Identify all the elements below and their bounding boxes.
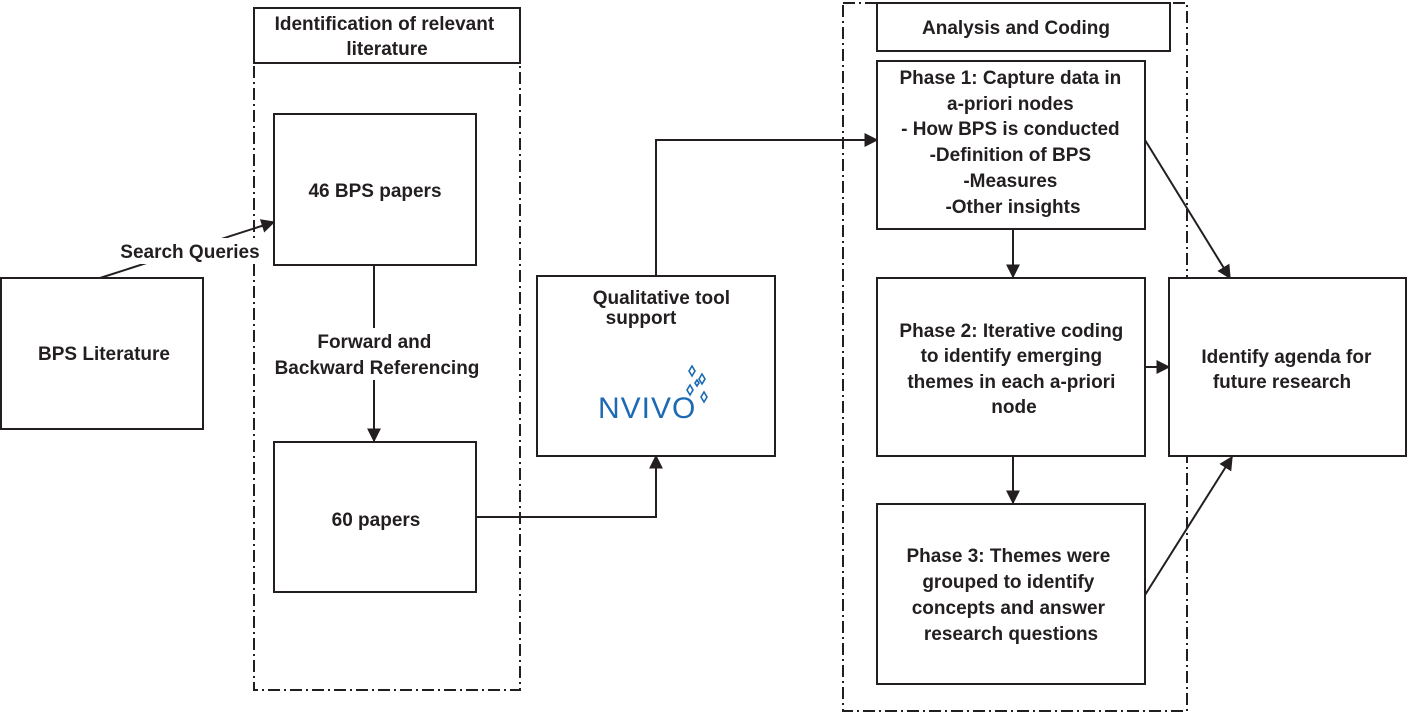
node-qualitative-tool-label: Qualitative tool support	[593, 288, 736, 329]
node-phase3-label: Phase 3: Themes were grouped to identify…	[906, 546, 1115, 645]
node-bps-literature-label: BPS Literature	[38, 344, 170, 365]
node-phase3: Phase 3: Themes were grouped to identify…	[876, 503, 1146, 685]
node-agenda-label: Identify agenda for future research	[1201, 347, 1376, 393]
nvivo-star-icon	[686, 364, 708, 404]
node-phase2-label: Phase 2: Iterative coding to identify em…	[899, 321, 1128, 418]
node-phase2: Phase 2: Iterative coding to identify em…	[876, 277, 1146, 457]
search-queries-label-bg	[108, 238, 272, 264]
node-phase1: Phase 1: Capture data in a-priori nodes …	[876, 60, 1146, 230]
nvivo-logo: NVIVO	[598, 364, 708, 425]
node-46-bps-papers-label: 46 BPS papers	[308, 181, 441, 202]
identification-title-box	[253, 7, 521, 64]
node-phase1-label: Phase 1: Capture data in a-priori nodes …	[899, 68, 1126, 218]
node-46-bps-papers: 46 BPS papers	[273, 113, 477, 266]
node-60-papers-label: 60 papers	[332, 510, 421, 531]
identification-group-title: Identification of relevant literature	[275, 14, 500, 60]
analysis-group-title: Analysis and Coding	[922, 18, 1110, 39]
edge-label-search-queries: Search Queries	[120, 242, 259, 263]
node-bps-literature: BPS Literature	[0, 277, 204, 430]
node-qualitative-tool: Qualitative tool support NVIVO	[536, 275, 776, 457]
edge-phase3-to-agenda	[1144, 455, 1233, 596]
edge-label-forward-backward: Forward and Backward Referencing	[275, 332, 480, 379]
nvivo-logo-word: NVIVO	[598, 392, 696, 425]
node-60-papers: 60 papers	[273, 441, 477, 593]
edge-phase1-to-agenda	[1144, 139, 1231, 280]
edge-60-papers-to-qualitative-tool	[476, 454, 663, 518]
edge-qualitative-tool-to-phase1	[655, 133, 879, 276]
analysis-title-box	[876, 2, 1171, 52]
forward-backward-label-bg	[258, 328, 504, 380]
node-agenda: Identify agenda for future research	[1168, 277, 1407, 457]
